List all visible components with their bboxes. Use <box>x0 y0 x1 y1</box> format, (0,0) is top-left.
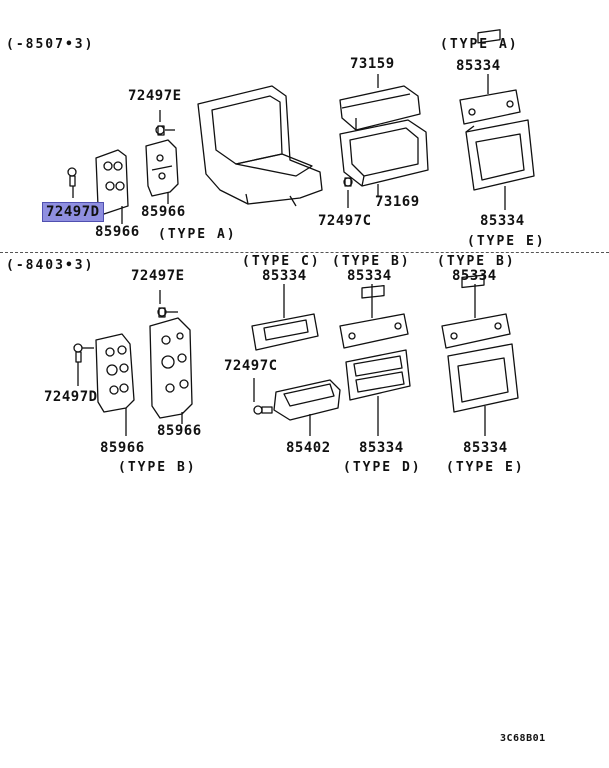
type-label: (TYPE D) <box>343 460 422 475</box>
section-divider <box>0 252 609 253</box>
bezel-85334-type-a <box>459 29 521 125</box>
bezel-85334-type-b-middle <box>339 284 409 349</box>
screw-72497e-bottom <box>157 307 178 318</box>
type-label: (TYPE C) <box>242 254 321 269</box>
type-label: (TYPE B) <box>118 460 197 475</box>
part-label-85334: 85334 <box>359 440 404 456</box>
part-label-85334: 85334 <box>456 58 501 74</box>
bracket-85966-type-b <box>149 317 193 419</box>
panel-85966-type-b-left <box>95 333 135 413</box>
type-label: (TYPE E) <box>467 234 546 249</box>
part-label-85334: 85334 <box>347 268 392 284</box>
part-label-85402: 85402 <box>286 440 331 456</box>
part-label-85966: 85966 <box>157 423 202 439</box>
part-label-73159: 73159 <box>350 56 395 72</box>
screw-72497c-bottom <box>253 405 273 415</box>
box-73169 <box>339 119 429 187</box>
screw-72497e-top <box>155 125 165 136</box>
section-range-top: (-8507•3) <box>6 37 95 52</box>
part-label-85334: 85334 <box>452 268 497 284</box>
part-label-72497e: 72497E <box>128 88 182 104</box>
lid-73159 <box>339 85 421 131</box>
bezel-85334-type-d <box>345 349 411 401</box>
part-label-72497d: 72497D <box>44 389 98 405</box>
type-label: (TYPE A) <box>158 227 237 242</box>
part-label-85966: 85966 <box>95 224 140 240</box>
screw-72497c-top <box>343 177 353 187</box>
part-label-85966: 85966 <box>100 440 145 456</box>
screw-72497d-top <box>67 167 77 187</box>
diagram-code: 3C68B01 <box>500 733 546 744</box>
part-label-73169: 73169 <box>375 194 420 210</box>
bracket-85966-top <box>145 139 179 197</box>
type-label: (TYPE A) <box>440 37 519 52</box>
bezel-85334-type-e-bottom <box>447 343 519 413</box>
console-body <box>197 85 323 207</box>
type-label: (TYPE B) <box>437 254 516 269</box>
part-label-85334: 85334 <box>463 440 508 456</box>
part-label-72497c: 72497C <box>318 213 372 229</box>
part-label-72497d-highlighted: 72497D <box>42 202 104 222</box>
section-range-bottom: (-8403•3) <box>6 258 95 273</box>
bezel-85334-type-b-right <box>441 274 511 349</box>
part-label-85334: 85334 <box>480 213 525 229</box>
screw-72497d-bottom <box>73 343 94 363</box>
type-label: (TYPE B) <box>332 254 411 269</box>
bezel-85334-type-c <box>251 313 319 351</box>
tray-85402 <box>273 379 341 421</box>
part-label-85966: 85966 <box>141 204 186 220</box>
part-label-72497c: 72497C <box>224 358 278 374</box>
part-label-72497e: 72497E <box>131 268 185 284</box>
part-label-85334: 85334 <box>262 268 307 284</box>
type-label: (TYPE E) <box>446 460 525 475</box>
bezel-85334-type-e-top <box>465 119 535 191</box>
